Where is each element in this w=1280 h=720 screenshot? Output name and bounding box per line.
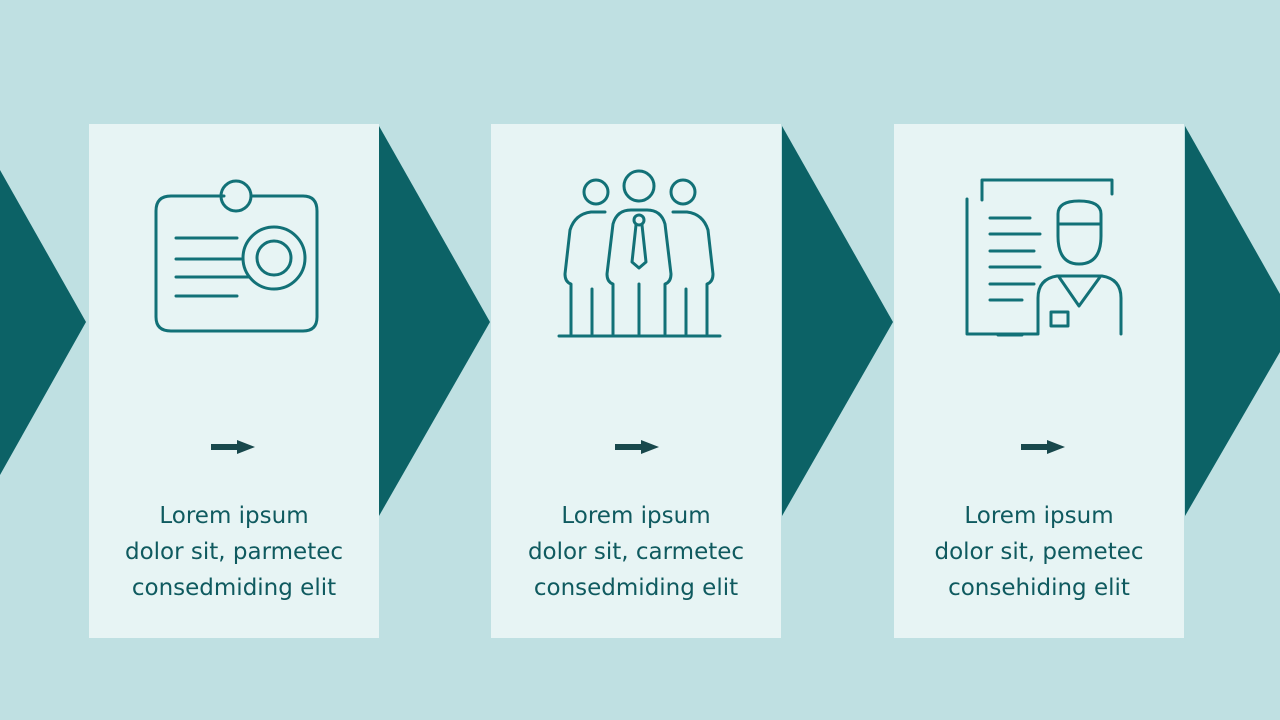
step-2-line-2: dolor sit, carmetec <box>527 539 745 565</box>
chevron-step-3 <box>1185 126 1280 516</box>
team-icon <box>557 169 722 338</box>
id-card-icon <box>154 179 319 333</box>
step-2-line-1: Lorem ipsum <box>561 503 711 529</box>
step-3-line-3: consehiding elit <box>948 575 1130 601</box>
doctor-document-icon <box>965 178 1123 337</box>
step-card-3: Lorem ipsum dolor sit, pemetec consehidi… <box>894 124 1184 638</box>
chevron-step-1 <box>379 126 490 516</box>
step-description-1: Lorem ipsum dolor sit, parmetec consedmi… <box>89 498 379 606</box>
arrow-right-icon <box>211 440 255 454</box>
step-3-line-1: Lorem ipsum <box>964 503 1114 529</box>
arrow-right-icon <box>615 440 659 454</box>
chevron-step-2 <box>782 126 893 516</box>
step-description-2: Lorem ipsum dolor sit, carmetec consedmi… <box>491 498 781 606</box>
arrow-right-icon <box>1021 440 1065 454</box>
step-1-line-2: dolor sit, parmetec <box>124 539 344 565</box>
step-3-line-2: dolor sit, pemetec <box>934 539 1144 565</box>
step-1-line-3: consedmiding elit <box>131 575 337 601</box>
step-card-1: Lorem ipsum dolor sit, parmetec consedmi… <box>89 124 379 638</box>
chevron-left-partial <box>0 170 86 475</box>
step-1-line-1: Lorem ipsum <box>159 503 309 529</box>
step-card-2: Lorem ipsum dolor sit, carmetec consedmi… <box>491 124 781 638</box>
step-description-3: Lorem ipsum dolor sit, pemetec consehidi… <box>894 498 1184 606</box>
step-2-line-3: consedmiding elit <box>533 575 739 601</box>
